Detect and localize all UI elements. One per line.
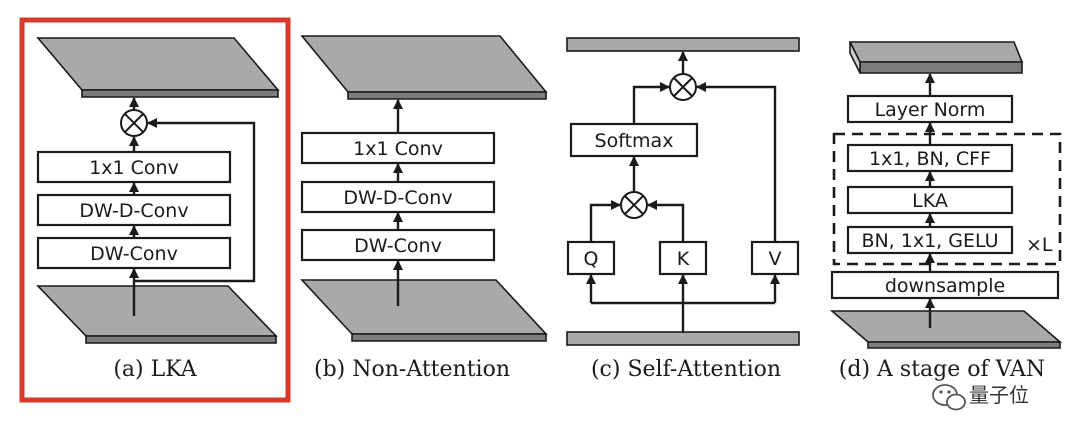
panel-van-stage: Layer Norm 1x1, BN, CFF LKA BN, 1x1, GEL… bbox=[829, 41, 1063, 382]
arrow bbox=[632, 82, 670, 124]
query-block: Q bbox=[566, 240, 616, 276]
repeat-block-dashed-frame bbox=[832, 132, 1062, 266]
block-label: Softmax bbox=[595, 130, 674, 152]
panel-non-attention: 1x1 Conv DW-D-Conv DW-Conv (b) Non-Atten… bbox=[300, 35, 548, 382]
block-label: 1x1 Conv bbox=[89, 157, 179, 179]
non-attention-block-dw-conv: DW-Conv bbox=[300, 228, 496, 262]
lka-block-dw-conv: DW-Conv bbox=[36, 236, 232, 270]
block-label: 1x1 Conv bbox=[353, 138, 443, 160]
arrow bbox=[696, 82, 777, 242]
softmax-block: Softmax bbox=[569, 122, 699, 158]
watermark-text: 量子位 bbox=[969, 383, 1029, 407]
caption-van-stage: (d) A stage of VAN bbox=[839, 357, 1045, 382]
skip-connection-arrow bbox=[134, 118, 256, 283]
layer-norm-block: Layer Norm bbox=[846, 94, 1014, 124]
van-input-feature-map bbox=[829, 310, 1063, 349]
self-attention-input-bar bbox=[566, 331, 800, 346]
lka-block-1x1-conv: 1x1 Conv bbox=[36, 150, 232, 184]
non-attention-block-dw-d-conv: DW-D-Conv bbox=[300, 180, 496, 214]
van-block-mlp: 1x1, BN, CFF bbox=[846, 143, 1014, 173]
arrow bbox=[589, 200, 621, 242]
block-label: V bbox=[769, 248, 782, 270]
block-label: DW-Conv bbox=[354, 235, 442, 257]
key-block: K bbox=[658, 240, 708, 276]
block-label: DW-D-Conv bbox=[79, 200, 188, 222]
caption-non-attention: (b) Non-Attention bbox=[314, 357, 510, 382]
block-label: BN, 1x1, GELU bbox=[861, 230, 998, 252]
downsample-block: downsample bbox=[830, 270, 1060, 300]
block-label: DW-D-Conv bbox=[343, 187, 452, 209]
panel-self-attention: Softmax Q K V (c) Self-Attentio bbox=[566, 37, 800, 382]
van-block-bn-gelu: BN, 1x1, GELU bbox=[846, 225, 1014, 255]
block-label: 1x1, BN, CFF bbox=[869, 148, 991, 170]
non-attention-input-feature-map bbox=[300, 279, 548, 342]
repeat-count-label: ×L bbox=[1026, 234, 1053, 256]
block-label: Q bbox=[584, 248, 599, 270]
non-attention-block-1x1-conv: 1x1 Conv bbox=[300, 131, 496, 165]
panel-lka: 1x1 Conv DW-D-Conv DW-Conv (a) LKA bbox=[19, 17, 291, 403]
van-block-lka: LKA bbox=[846, 185, 1014, 215]
lka-highlight-frame bbox=[19, 17, 291, 403]
block-label: K bbox=[677, 248, 690, 270]
block-label: downsample bbox=[885, 275, 1005, 297]
van-output-feature-map bbox=[848, 41, 1024, 74]
caption-self-attention: (c) Self-Attention bbox=[591, 357, 781, 382]
block-label: LKA bbox=[912, 190, 948, 212]
value-block: V bbox=[750, 240, 800, 276]
watermark: 量子位 bbox=[932, 383, 1029, 411]
block-label: Layer Norm bbox=[875, 99, 986, 121]
self-attention-output-bar bbox=[566, 37, 800, 52]
multiply-circle-icon bbox=[120, 109, 148, 137]
caption-lka: (a) LKA bbox=[113, 357, 197, 382]
lka-block-dw-d-conv: DW-D-Conv bbox=[36, 193, 232, 227]
lka-input-feature-map bbox=[36, 285, 278, 344]
lka-output-feature-map bbox=[36, 37, 280, 98]
multiply-circle-icon bbox=[669, 73, 697, 101]
block-label: DW-Conv bbox=[90, 243, 178, 265]
wechat-icon bbox=[932, 384, 966, 411]
multiply-circle-icon bbox=[620, 191, 648, 219]
non-attention-output-feature-map bbox=[300, 35, 548, 100]
arrow bbox=[647, 200, 685, 242]
